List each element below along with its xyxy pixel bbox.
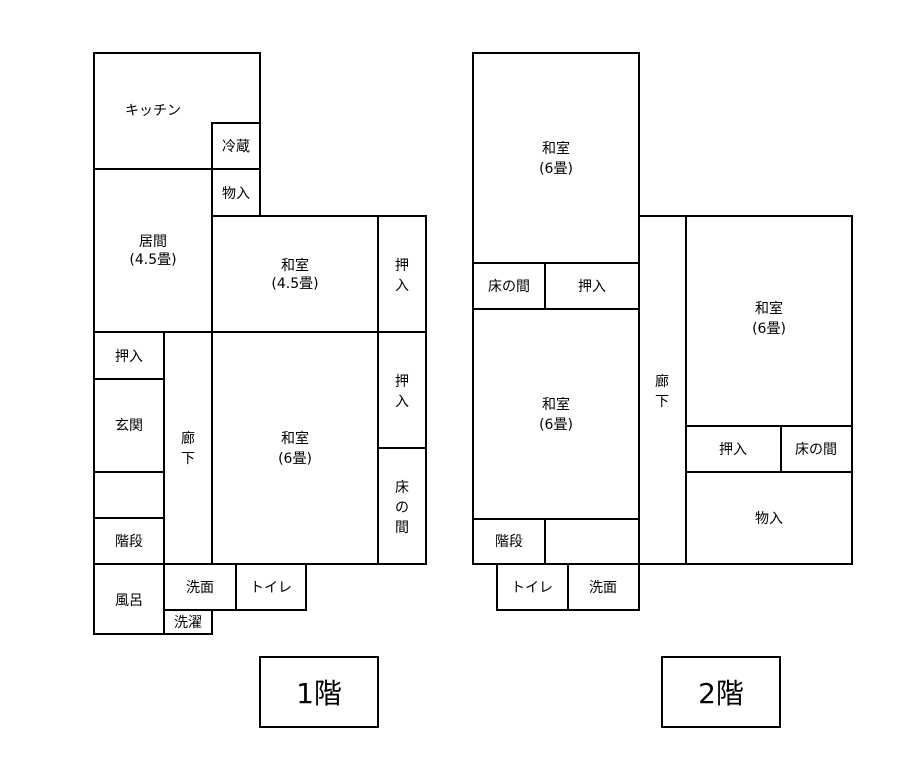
f2-stairs	[472, 518, 546, 565]
floor1-label-box	[259, 656, 379, 728]
f2-toilet	[496, 563, 569, 611]
f2-closet-b	[685, 425, 782, 473]
f1-corridor	[163, 331, 213, 565]
floor1-label: 1階	[296, 677, 342, 710]
f2-storage	[685, 471, 853, 565]
f2-washitsu-right-size: (6畳)	[752, 321, 786, 337]
f1-entrance-label: 玄関	[115, 417, 143, 434]
f2-washitsu-right-name: 和室	[755, 300, 783, 317]
f1-tokonoma-c1: 床	[395, 480, 409, 496]
f1-fridge-label: 冷蔵	[222, 139, 250, 155]
f2-hall-area	[544, 518, 640, 565]
f1-washitsu-b-name: 和室	[281, 430, 309, 447]
f1-storage-label: 物入	[222, 186, 250, 202]
f1-tokonoma-c3: 間	[395, 520, 409, 536]
f1-living	[93, 168, 213, 333]
f1-closet-v2	[377, 331, 427, 449]
f2-washroom	[567, 563, 640, 611]
f1-washroom-label: 洗面	[186, 580, 214, 596]
f1-laundry	[163, 609, 213, 635]
f1-closet-v1	[377, 215, 427, 333]
f1-toilet	[235, 563, 307, 611]
f2-washitsu-top-size: (6畳)	[539, 161, 573, 177]
f2-tokonoma-b-label: 床の間	[795, 442, 837, 458]
f1-washitsu-4-5	[211, 215, 379, 333]
f1-tokonoma	[377, 447, 427, 565]
f2-tokonoma-a-label: 床の間	[488, 279, 530, 295]
f1-washitsu-b-size: (6畳)	[278, 451, 312, 467]
f1-toilet-label: トイレ	[250, 580, 292, 596]
f1-living-name: 居間	[139, 234, 167, 250]
f1-hall-area	[93, 471, 165, 519]
f1-living-size: (4.5畳)	[129, 252, 176, 268]
f1-closet-v2-c2: 入	[395, 394, 409, 410]
floor1-plan: キッチン 冷蔵 物入 居間 (4.5畳) 和室 (4.5畳) 押 入 押入 玄関…	[93, 52, 427, 728]
f1-stairs-label: 階段	[115, 534, 143, 550]
f2-washroom-label: 洗面	[589, 580, 617, 596]
f2-stairs-label: 階段	[495, 534, 523, 550]
f1-closet-small-label: 押入	[115, 349, 143, 365]
floor2-label: 2階	[698, 677, 744, 710]
f2-corridor-c1: 廊	[655, 373, 669, 390]
f2-tokonoma-b	[780, 425, 853, 473]
f2-washitsu-left	[472, 308, 640, 520]
f1-washitsu-6	[211, 331, 379, 565]
f1-closet-v1-c2: 入	[395, 278, 409, 294]
f2-washitsu-left-size: (6畳)	[539, 417, 573, 433]
f2-closet-b-label: 押入	[719, 442, 747, 458]
f2-closet-a-label: 押入	[578, 279, 606, 295]
f1-washitsu-a-size: (4.5畳)	[271, 276, 318, 292]
floor2-plan: 和室 (6畳) 床の間 押入 和室 (6畳) 廊 下 和室 (6畳) 押入 床の…	[472, 52, 853, 728]
f2-washitsu-top-name: 和室	[542, 140, 570, 157]
f1-corridor-c2: 下	[181, 451, 195, 467]
f2-washitsu-right	[685, 215, 853, 427]
f2-toilet-label: トイレ	[511, 580, 553, 596]
f2-closet-a	[544, 262, 640, 310]
f2-corridor	[638, 215, 687, 565]
f1-tokonoma-c2: の	[395, 500, 409, 516]
f1-laundry-label: 洗濯	[174, 615, 202, 631]
f2-washitsu-left-name: 和室	[542, 396, 570, 413]
f2-corridor-c2: 下	[655, 394, 669, 410]
f1-kitchen-label: キッチン	[125, 103, 181, 119]
f1-bath	[93, 563, 165, 635]
f1-bath-label: 風呂	[115, 593, 143, 609]
f1-closet-v2-c1: 押	[395, 374, 409, 390]
f1-corridor-c1: 廊	[181, 430, 195, 447]
f2-storage-label: 物入	[755, 511, 783, 527]
f1-closet-v1-c1: 押	[395, 258, 409, 274]
f1-washitsu-a-name: 和室	[281, 257, 309, 274]
floor2-label-box	[661, 656, 781, 728]
f2-washitsu-top	[472, 52, 640, 264]
